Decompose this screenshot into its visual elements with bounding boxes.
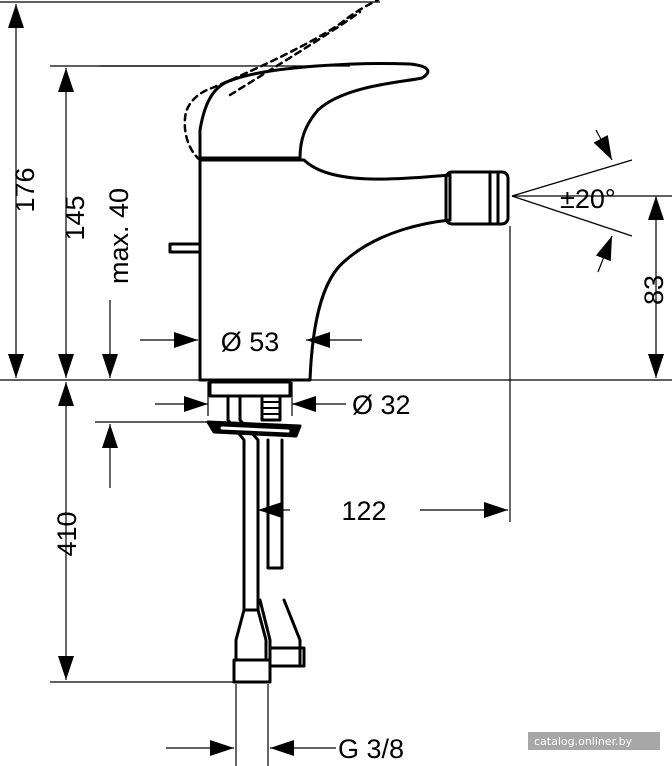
connector-nut-2 (268, 646, 306, 668)
popup-linkage (266, 438, 284, 570)
label-176: 176 (10, 167, 40, 212)
mixer-outline (168, 0, 510, 684)
label-max40: max. 40 (104, 188, 134, 284)
mixer-body (198, 158, 452, 382)
lever-raised-outline (183, 0, 380, 162)
label-145: 145 (60, 195, 90, 240)
watermark: catalog.onliner.by (534, 735, 633, 748)
angle-ray-top (511, 159, 633, 197)
label-g38: G 3/8 (338, 734, 404, 764)
label-diameter-53: Ø 53 (221, 327, 280, 357)
threaded-shank (260, 394, 282, 422)
base-plate (208, 380, 292, 398)
label-diameter-32: Ø 32 (352, 390, 411, 420)
popup-rod (168, 242, 202, 254)
label-83: 83 (639, 275, 669, 305)
flex-hose-1 (234, 608, 268, 662)
label-angle-20: ±20° (560, 184, 616, 214)
watermark-bg (528, 732, 660, 750)
aerator (444, 170, 510, 226)
connector-nut-1 (232, 658, 272, 684)
label-410: 410 (52, 511, 82, 556)
angle-arrow-top (593, 129, 613, 161)
clamp-gap (220, 426, 290, 433)
lever-raised-lower (228, 10, 362, 97)
angle-arrow-bottom (595, 235, 613, 273)
dimension-labels: 176 145 max. 40 Ø 53 Ø 32 ±20° 83 122 41… (10, 167, 669, 764)
label-122: 122 (341, 496, 386, 526)
angle-ray-bottom (511, 195, 633, 237)
shank-thread (263, 401, 279, 415)
